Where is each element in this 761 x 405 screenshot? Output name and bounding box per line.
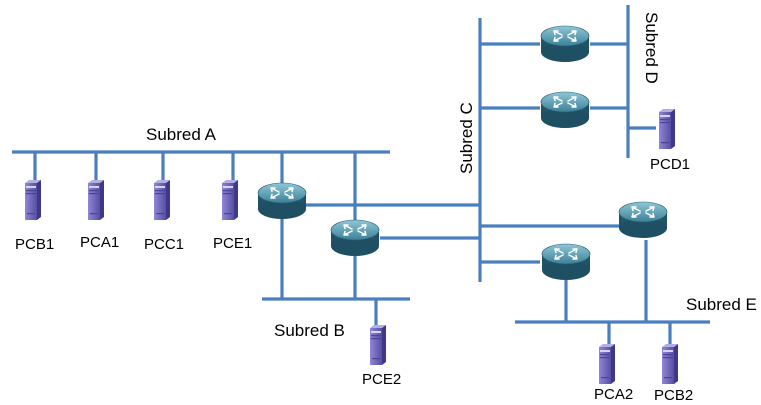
server-tower-icon[interactable] [662, 344, 678, 384]
host-label-pcd1: PCD1 [650, 156, 691, 173]
server-tower-icon[interactable] [659, 109, 675, 149]
router-icon[interactable] [330, 219, 380, 257]
host-label-pce1: PCE1 [213, 235, 253, 252]
server-tower-icon[interactable] [222, 180, 238, 220]
router-icon[interactable] [540, 25, 590, 63]
server-tower-icon[interactable] [599, 344, 615, 384]
host-label-pcb2: PCB2 [654, 387, 694, 404]
server-tower-icon[interactable] [154, 180, 170, 220]
subnet-d-bus [590, 5, 656, 158]
subnet-d-label: Subred D [642, 12, 661, 84]
subnet-c-bus [306, 18, 622, 282]
host-label-pca1: PCA1 [80, 234, 120, 251]
router-icon[interactable] [541, 243, 591, 281]
host-label-pca2: PCA2 [594, 386, 634, 403]
server-tower-icon[interactable] [370, 325, 386, 365]
subnet-a-label: Subred A [146, 125, 216, 144]
subnet-b-label: Subred B [274, 321, 345, 340]
router-icon[interactable] [618, 201, 668, 239]
host-label-pcb1: PCB1 [15, 236, 55, 253]
router-icon[interactable] [540, 91, 590, 129]
router-icon[interactable] [257, 182, 307, 220]
host-label-pce2: PCE2 [362, 371, 402, 388]
subnet-b-bus [262, 212, 410, 328]
host-label-pcc1: PCC1 [144, 236, 185, 253]
subnet-c-label: Subred C [457, 102, 476, 174]
subnet-e-label: Subred E [686, 295, 757, 314]
subnet-a-bus [12, 150, 390, 222]
subnet-e-bus [515, 240, 710, 348]
server-tower-icon[interactable] [25, 180, 41, 220]
server-tower-icon[interactable] [88, 180, 104, 220]
